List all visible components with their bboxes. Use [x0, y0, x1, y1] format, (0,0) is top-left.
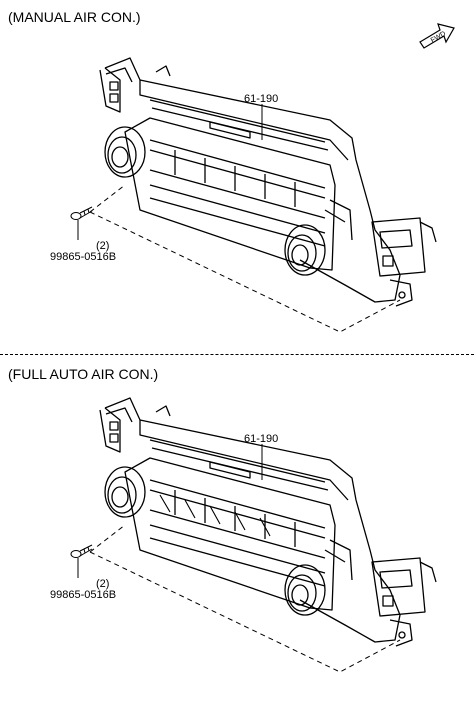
screw-part-label: 99865-0516B [50, 251, 117, 263]
screw-qty-label: (2) [96, 240, 110, 252]
screw-part-label: 99865-0516B [50, 589, 117, 601]
climate-control-unit-full-auto [99, 397, 437, 647]
section-title-manual: (MANUAL AIR CON.) [8, 9, 141, 25]
climate-control-unit-manual [99, 57, 437, 307]
section-divider [0, 354, 474, 355]
section-title-full-auto: (FULL AUTO AIR CON.) [8, 366, 159, 382]
fwd-label: FWD [430, 30, 447, 44]
fwd-arrow-icon: FWD [419, 23, 455, 49]
screw-icon [70, 544, 93, 558]
part-number-label: 61-190 [244, 433, 279, 445]
part-number-label: 61-190 [244, 93, 279, 105]
screw-icon [70, 206, 93, 220]
screw-qty-label: (2) [96, 578, 110, 590]
